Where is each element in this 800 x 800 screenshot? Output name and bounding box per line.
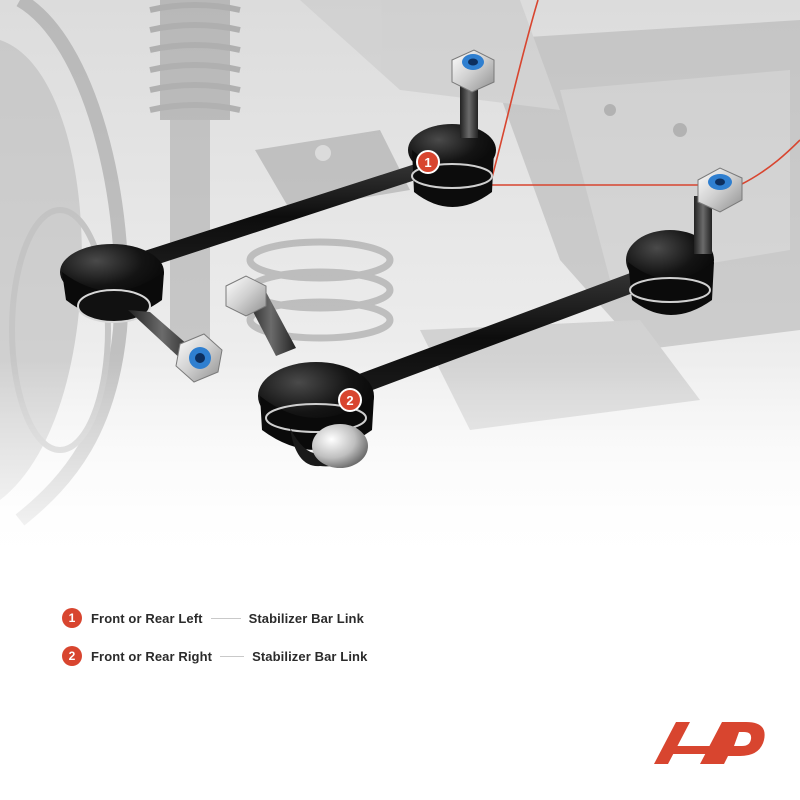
legend-item-1: 1 Front or Rear Left Stabilizer Bar Link xyxy=(62,606,482,630)
legend: 1 Front or Rear Left Stabilizer Bar Link… xyxy=(62,606,482,682)
link-1-bar xyxy=(110,156,446,278)
legend-item-2: 2 Front or Rear Right Stabilizer Bar Lin… xyxy=(62,644,482,668)
legend-badge-2: 2 xyxy=(62,646,82,666)
legend-badge-1: 1 xyxy=(62,608,82,628)
lock-nut-1-upper xyxy=(451,49,495,93)
svg-text:1: 1 xyxy=(424,155,431,170)
lock-nut-2-upper-left xyxy=(225,275,267,317)
stabilizer-link-1 xyxy=(60,49,496,383)
legend-position-label-1: Front or Rear Left xyxy=(91,610,203,626)
callout-badge-2: 2 xyxy=(338,388,362,412)
lock-nut-1-lower xyxy=(175,333,223,383)
background-fade xyxy=(0,360,800,580)
legend-position-label-2: Front or Rear Right xyxy=(91,648,213,664)
lock-nut-2-upper xyxy=(697,167,743,213)
legend-part-name-1: Stabilizer Bar Link xyxy=(248,610,364,626)
ball-joint xyxy=(312,424,368,468)
callout-badge-1: 1 xyxy=(416,150,440,174)
legend-part-name-2: Stabilizer Bar Link xyxy=(252,648,368,664)
logo-mark-icon xyxy=(654,722,765,764)
stabilizer-link-2 xyxy=(225,167,743,468)
legend-divider-2 xyxy=(220,655,245,657)
legend-divider-1 xyxy=(210,617,241,619)
link-2-bar xyxy=(300,262,668,414)
svg-text:2: 2 xyxy=(346,393,353,408)
